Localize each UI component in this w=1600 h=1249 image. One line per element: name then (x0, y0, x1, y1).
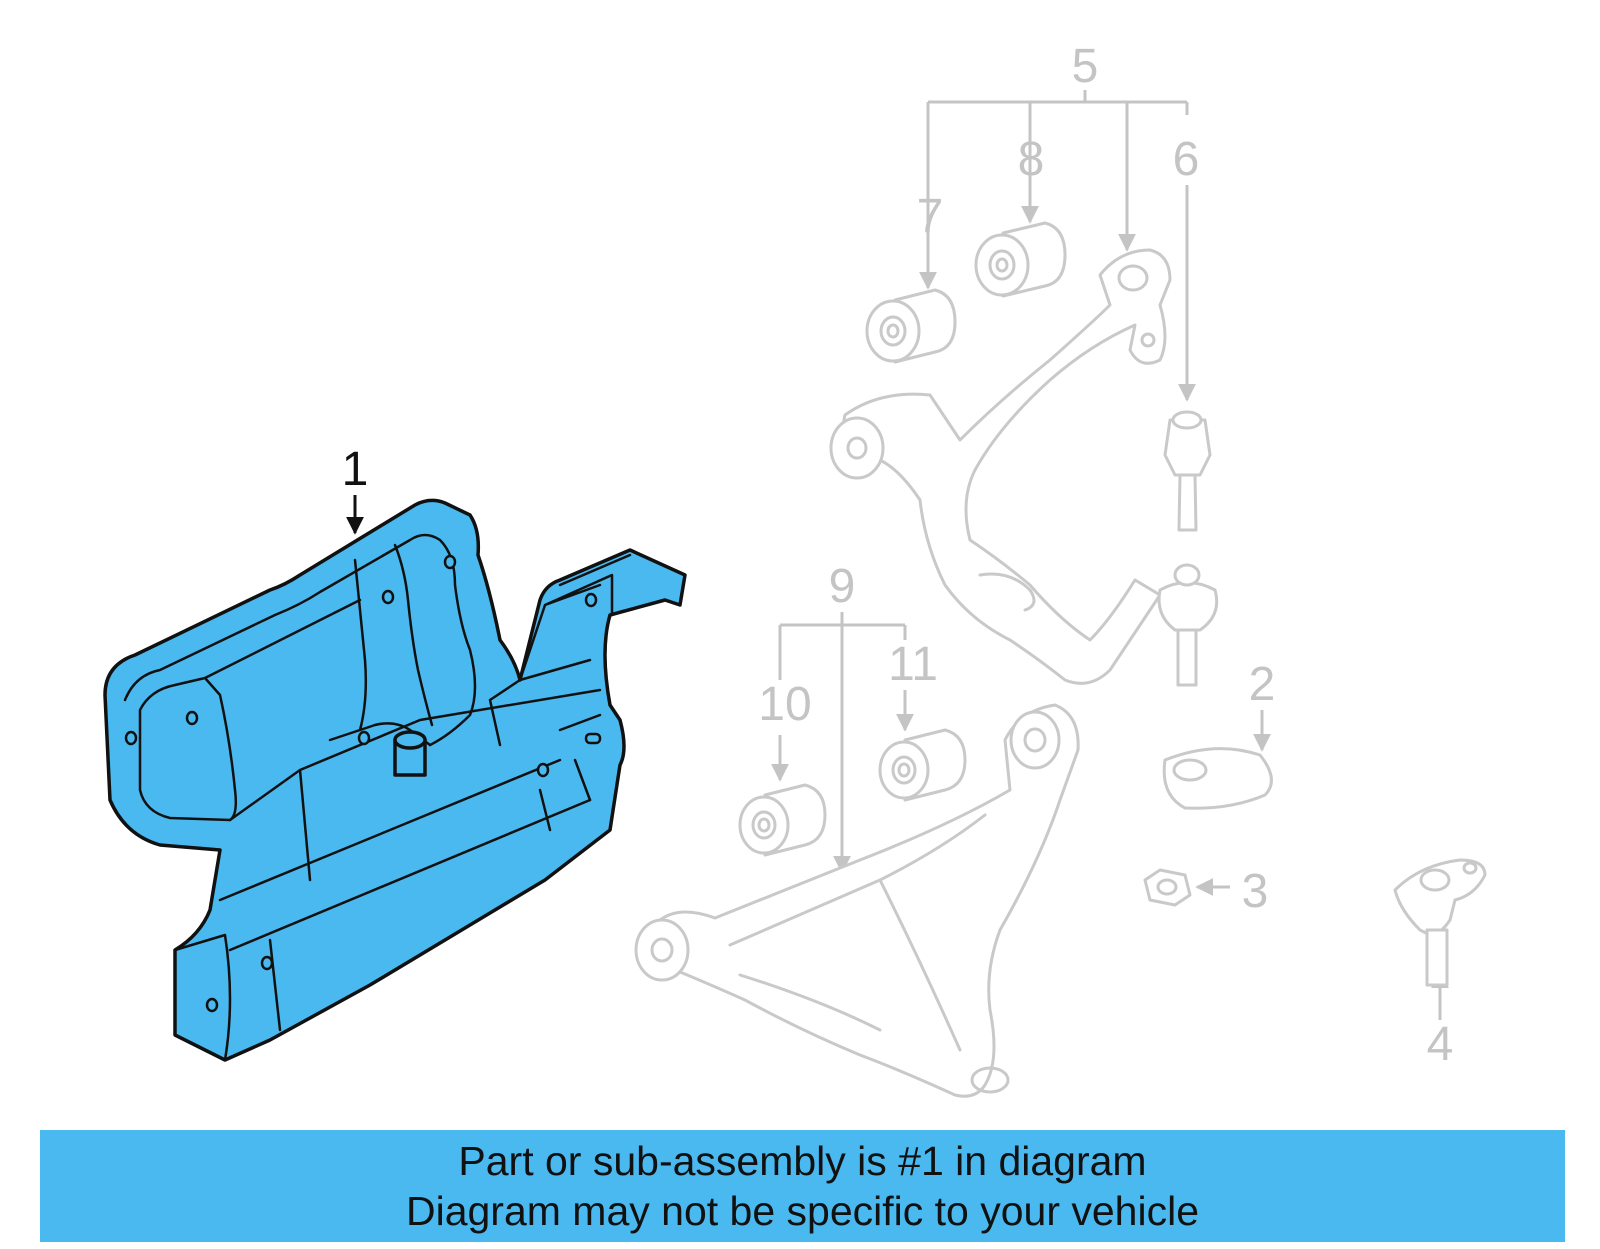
callout-2: 2 (1249, 658, 1276, 711)
caption-line-2: Diagram may not be specific to your vehi… (405, 1188, 1199, 1234)
callout-1: 1 (342, 443, 369, 496)
callout-6: 6 (1173, 133, 1200, 186)
part-11-bushing (878, 728, 967, 802)
callout-7: 7 (917, 190, 944, 243)
caption-bar: Part or sub-assembly is #1 in diagram Di… (40, 1130, 1565, 1242)
caption-line-1: Part or sub-assembly is #1 in diagram (458, 1138, 1147, 1184)
part-10-bushing (738, 783, 827, 857)
part-1-crossmember (103, 498, 687, 1062)
callout-9: 9 (829, 560, 856, 613)
callout-11: 11 (888, 638, 938, 691)
part-2-cap (1162, 747, 1273, 810)
callout-5: 5 (1072, 40, 1099, 93)
part-8-bushing (974, 221, 1067, 298)
part-6-upper-control-arm (829, 248, 1219, 687)
part-3-nut (1143, 868, 1192, 907)
part-4-ball-joint (1393, 858, 1487, 987)
callout-3: 3 (1242, 865, 1269, 918)
part-7-bushing (865, 288, 957, 364)
callout-10: 10 (758, 678, 811, 731)
part-9-lower-control-arm (634, 703, 1080, 1098)
callout-4: 4 (1427, 1018, 1454, 1071)
